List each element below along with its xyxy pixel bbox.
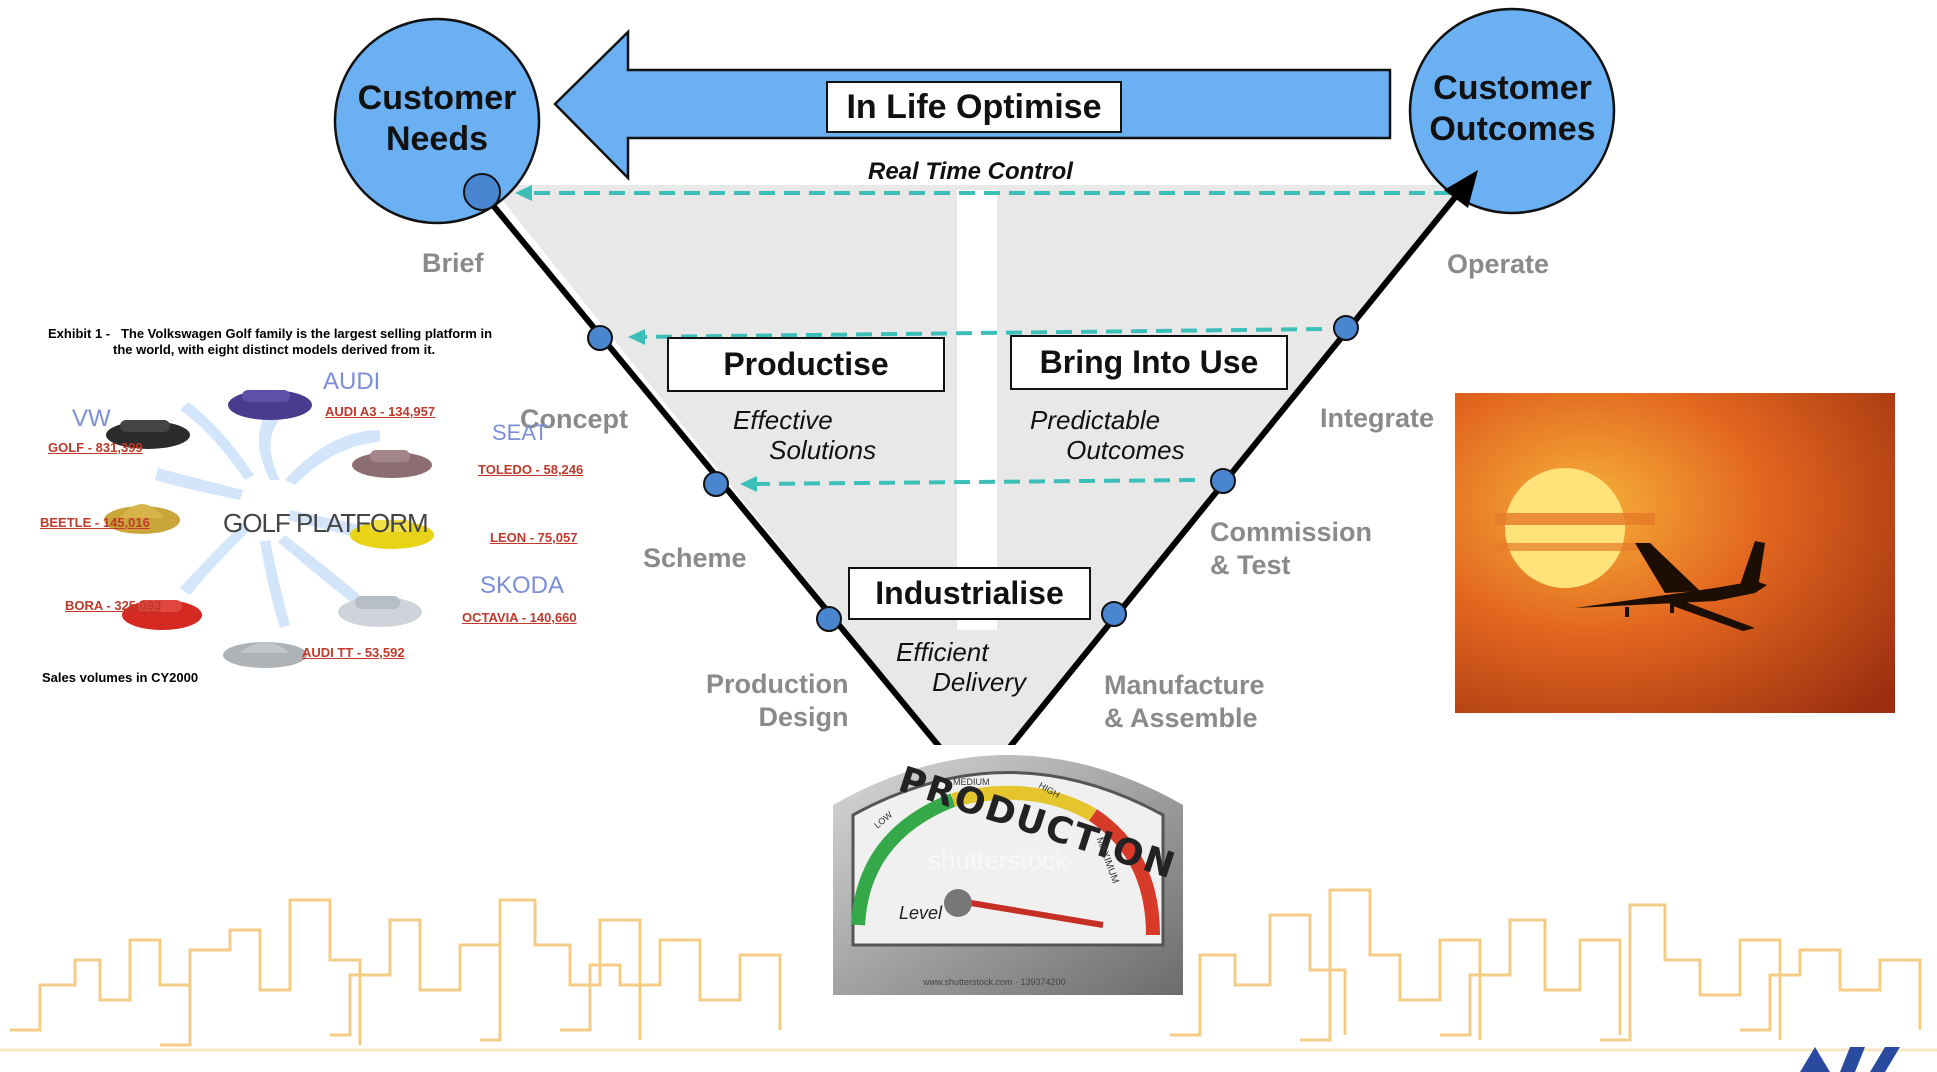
stage-concept: Concept — [520, 404, 628, 434]
model-audi-tt: AUDI TT - 53,592 — [302, 645, 405, 660]
exhibit-footer: Sales volumes in CY2000 — [42, 670, 199, 685]
integrate-feedback-arrow — [639, 327, 1323, 339]
arrowhead — [515, 185, 532, 201]
arrowhead — [628, 329, 645, 345]
real-time-control-label: Real Time Control — [868, 158, 1073, 185]
productise-box: Productise — [667, 337, 945, 392]
in-life-optimise-label: In Life Optimise — [826, 81, 1122, 133]
arrowhead — [1444, 170, 1478, 208]
customer-outcomes-circle — [1408, 7, 1616, 215]
brand-audi: AUDI — [323, 368, 381, 395]
funnel-divider — [957, 190, 997, 630]
model-leon: LEON - 75,057 — [490, 530, 578, 545]
stage-brief: Brief — [422, 248, 484, 278]
node-concept — [587, 325, 613, 351]
node-production-design — [816, 606, 842, 632]
golf-platform-title: GOLF PLATFORM — [223, 508, 429, 538]
arrowhead — [740, 476, 757, 492]
gauge-credit: www.shutterstock.com · 139374200 — [923, 977, 1066, 987]
model-bora: BORA - 325,093 — [65, 598, 162, 613]
model-audi-a3: AUDI A3 - 134,957 — [325, 404, 436, 419]
stage-manufacture-assemble: Manufacture & Assemble — [1104, 670, 1265, 733]
stage-commission-test: Commission & Test — [1210, 517, 1373, 580]
brand-seat: SEAT — [492, 420, 548, 445]
customer-needs-circle — [333, 17, 541, 225]
node-integrate — [1333, 315, 1359, 341]
effective-solutions-note: Effective Solutions — [733, 405, 877, 465]
v-left-line — [479, 190, 978, 792]
golf-exhibit-art — [104, 390, 434, 668]
stage-integrate: Integrate — [1320, 403, 1435, 433]
airplane-sunset-photo — [1455, 393, 1895, 713]
model-golf: GOLF - 831,399 — [48, 440, 143, 455]
stage-operate: Operate — [1447, 249, 1550, 279]
model-octavia: OCTAVIA - 140,660 — [462, 610, 577, 625]
node-manufacture — [1101, 601, 1127, 627]
stage-production-design: Production Design — [706, 669, 849, 732]
brand-skoda: SKODA — [480, 572, 565, 599]
gauge-tick-medium: MEDIUM — [953, 777, 990, 787]
exhibit-caption: Exhibit 1 - The Volkswagen Golf family i… — [48, 326, 493, 357]
golf-platform-exhibit: Exhibit 1 - The Volkswagen Golf family i… — [40, 320, 583, 690]
efficient-delivery-note: Efficient Delivery — [896, 637, 1027, 697]
production-level-gauge: PRODUCTION Level LOW MEDIUM HIGH MAXIMUM… — [833, 745, 1183, 995]
model-beetle: BEETLE - 145,016 — [40, 515, 150, 530]
corner-logo-fragment — [1790, 1045, 1900, 1072]
bring-into-use-box: Bring Into Use — [1010, 335, 1288, 390]
predictable-outcomes-note: Predictable Outcomes — [1030, 405, 1185, 465]
node-commission — [1210, 468, 1236, 494]
node-brief — [463, 173, 501, 211]
brand-vw: VW — [72, 405, 111, 432]
gauge-level-label: Level — [899, 903, 943, 923]
industrialise-box: Industrialise — [848, 567, 1091, 620]
model-toledo: TOLEDO - 58,246 — [478, 462, 584, 477]
gauge-watermark: shutterstock — [928, 845, 1069, 875]
customer-needs-label: Customer Needs — [357, 79, 517, 158]
stage-scheme: Scheme — [643, 543, 747, 573]
customer-outcomes-label: Customer Outcomes — [1429, 69, 1596, 148]
node-scheme — [703, 471, 729, 497]
skyline-decoration — [0, 888, 1937, 1052]
